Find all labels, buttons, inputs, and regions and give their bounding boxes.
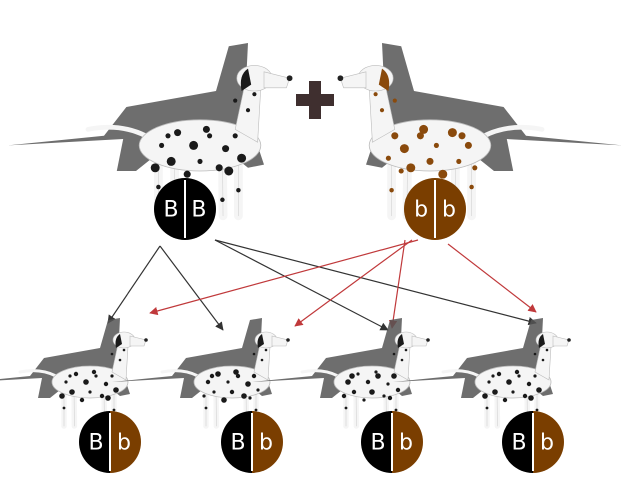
arrow-brown-allele-1 (149, 239, 419, 316)
allele-right-letter: B (191, 198, 206, 223)
allele-right-letter: b (399, 431, 413, 456)
dog-spots (341, 340, 408, 418)
offspring-dog-2 (112, 318, 290, 429)
allele-left-letter: B (89, 431, 104, 456)
dog-spots (150, 79, 257, 203)
allele-right-half (110, 411, 141, 473)
dog-spots (59, 340, 126, 418)
allele-right-half (392, 411, 423, 473)
allele-right-half (435, 178, 466, 240)
arrow-brown-allele-2 (294, 239, 413, 327)
allele-left-half (361, 411, 392, 473)
allele-right-half (533, 411, 564, 473)
dog-body (18, 331, 148, 429)
allele-right-half (252, 411, 283, 473)
allele-left-half (221, 411, 252, 473)
arrow-black-allele-1 (107, 245, 161, 324)
dog-body (160, 331, 290, 429)
allele-right-letter: b (259, 431, 273, 456)
offspring-dog-3 (252, 318, 430, 429)
arrow-brown-allele-4 (447, 243, 537, 313)
allele-left-letter: B (371, 431, 386, 456)
allele-left-letter: b (414, 198, 428, 223)
allele-left-letter: B (231, 431, 246, 456)
offspring-dog-4 (393, 318, 571, 429)
dog-body (337, 65, 545, 221)
allele-left-half (79, 411, 110, 473)
allele-right-letter: b (442, 198, 456, 223)
allele-right-letter: b (540, 431, 554, 456)
dog-spots (482, 340, 549, 418)
allele-left-letter: B (164, 198, 179, 223)
plus-icon (296, 81, 334, 119)
allele-left-letter: B (512, 431, 527, 456)
allele-left-half (502, 411, 533, 473)
dog-body (300, 331, 430, 429)
allele-left-half (154, 178, 185, 240)
allele-right-letter: b (117, 431, 131, 456)
dog-body (441, 331, 571, 429)
parent-dog-1 (8, 43, 293, 221)
offspring-dog-1 (0, 318, 148, 429)
arrow-black-allele-2 (159, 245, 224, 331)
allele-right-half (185, 178, 216, 240)
arrow-black-allele-4 (214, 239, 537, 326)
allele-left-half (404, 178, 435, 240)
parent-dog-2 (337, 43, 622, 221)
arrow-brown-allele-3 (388, 239, 406, 329)
arrow-black-allele-3 (214, 239, 389, 331)
dog-spots (202, 340, 268, 418)
